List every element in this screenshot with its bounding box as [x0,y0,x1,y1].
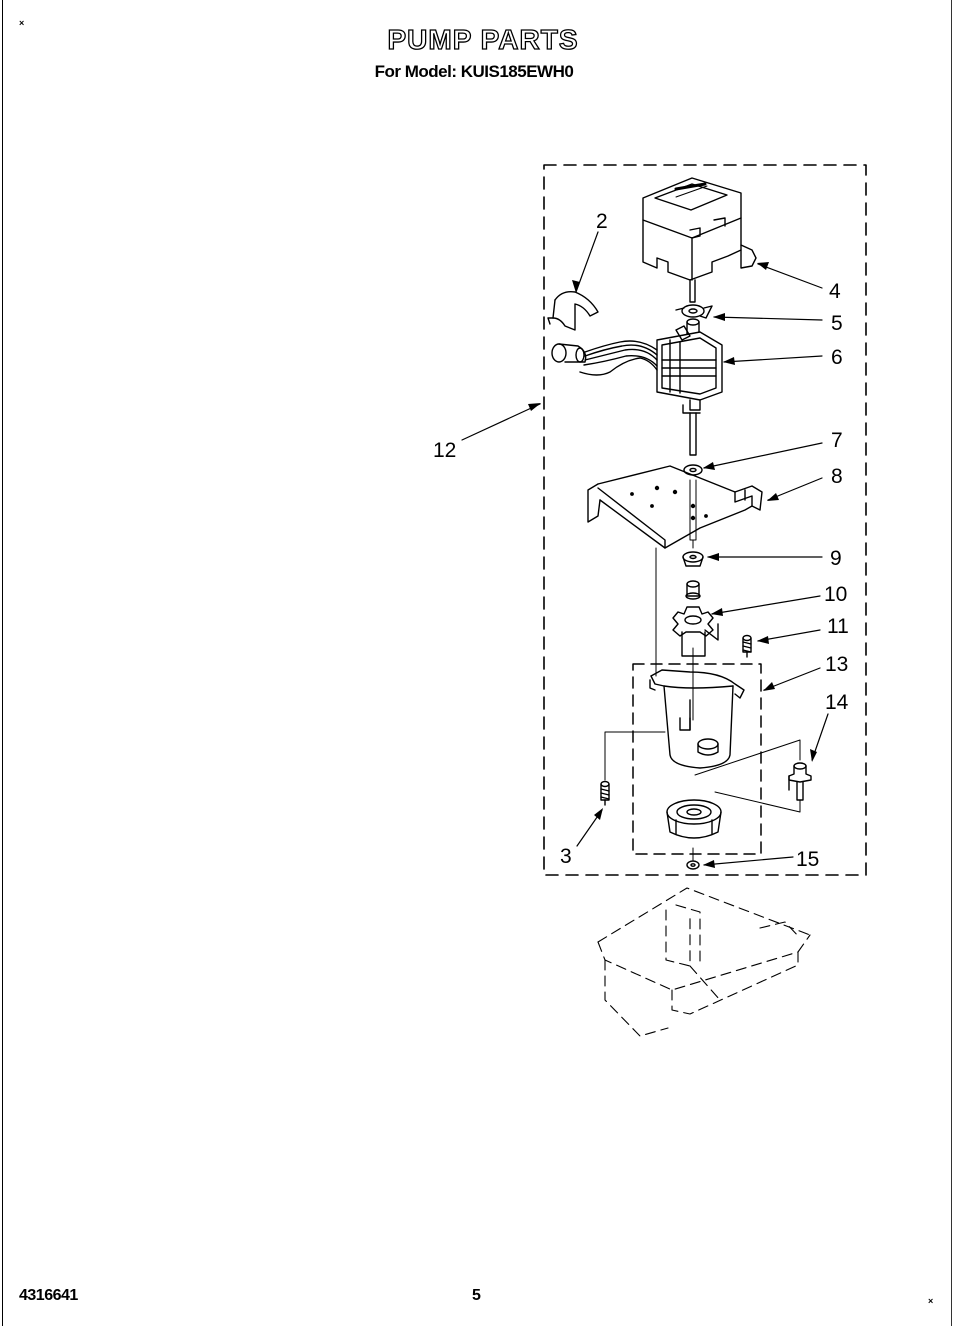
washer-part-7 [684,465,702,475]
screw-part-11 [743,636,751,658]
gear-motor-part-6 [657,319,722,455]
callout-6: 6 [831,346,843,369]
callout-7: 7 [831,429,843,452]
bushing-part-9 [683,552,703,566]
capacitor-and-wires [552,341,657,375]
washer-part-15 [687,861,699,869]
callout-leader-lines [462,232,828,865]
float-part-14 [789,763,811,800]
motor-part-4 [643,178,756,302]
callout-12: 13 [825,653,848,676]
callout-3: 3 [560,845,572,868]
callout-15: 15 [796,848,819,871]
callout-5: 5 [831,312,843,335]
page-number: 5 [472,1287,481,1305]
callout-14: 14 [825,691,849,714]
callout-4: 4 [829,280,841,303]
pump-base-cup [667,800,721,838]
pump-housing-part-13 [650,670,744,768]
clip-part-5 [676,305,712,318]
document-part-number: 4316641 [19,1287,78,1305]
callout-8: 8 [831,465,843,488]
callout-2: 2 [596,210,608,233]
mounting-bracket-part-8 [588,466,762,548]
callout-10: 10 [824,583,847,606]
callout-9: 9 [830,547,842,570]
callout-11: 11 [827,615,849,638]
capacitor-cover-part-2 [548,292,598,330]
ice-machine-base-reference [598,888,810,1036]
callout-12-label: 12 [433,439,456,462]
callout-numbers: 2 3 4 5 6 7 8 9 10 11 13 12 14 15 [433,210,849,871]
impeller-part-10 [673,581,718,656]
